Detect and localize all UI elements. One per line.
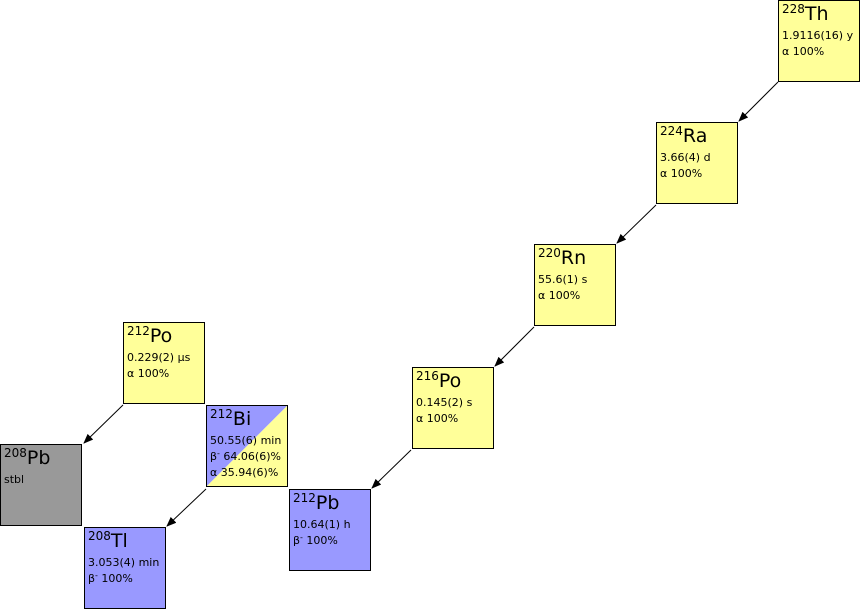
- nuclide-symbol: 212Pb: [293, 491, 340, 514]
- arrow-po212-pb208: [83, 404, 124, 444]
- decay-mode: α 100%: [660, 167, 703, 180]
- decay-mode: α 100%: [782, 45, 825, 58]
- nuclide-symbol: 208Pb: [4, 446, 51, 469]
- nuclide-symbol: 212Po: [127, 324, 173, 347]
- arrow-ra224-rn220: [616, 204, 657, 244]
- nuclide-pb212: 212Pb 10.64(1) h β- 100%: [289, 489, 371, 571]
- nuclide-th228: 228Th 1.9116(16) y α 100%: [778, 0, 860, 82]
- nuclide-rn220: 220Rn 55.6(1) s α 100%: [534, 244, 616, 326]
- arrow-po216-pb212: [371, 449, 412, 489]
- nuclide-po212: 212Po 0.229(2) μs α 100%: [123, 322, 205, 404]
- arrow-bi212-tl208: [166, 488, 207, 527]
- half-life: 3.66(4) d: [660, 151, 711, 164]
- decay-mode: β- 100%: [293, 533, 338, 548]
- nuclide-symbol: 220Rn: [538, 246, 587, 269]
- half-life: 0.229(2) μs: [127, 351, 191, 364]
- split-background: [207, 406, 287, 486]
- nuclide-symbol: 208Tl: [88, 529, 128, 552]
- nuclide-symbol: 212Bi: [210, 407, 252, 430]
- decay-mode: α 100%: [127, 367, 170, 380]
- arrow-th228-ra224: [738, 81, 779, 122]
- decay-mode: β- 100%: [88, 571, 133, 586]
- nuclide-symbol: 228Th: [782, 2, 829, 25]
- decay-mode-beta: β- 64.06(6)%: [210, 449, 281, 464]
- arrow-rn220-po216: [494, 326, 535, 367]
- nuclide-ra224: 224Ra 3.66(4) d α 100%: [656, 122, 738, 204]
- nuclide-pb208: 208Pb stbl: [0, 444, 82, 526]
- half-life: 0.145(2) s: [416, 396, 473, 409]
- half-life: 55.6(1) s: [538, 273, 588, 286]
- decay-mode: α 100%: [416, 412, 459, 425]
- nuclide-symbol: 224Ra: [660, 124, 708, 147]
- decay-mode: α 100%: [538, 289, 581, 302]
- nuclide-tl208: 208Tl 3.053(4) min β- 100%: [84, 527, 166, 609]
- nuclide-symbol: 216Po: [416, 369, 462, 392]
- half-life: 1.9116(16) y: [782, 29, 854, 42]
- half-life: 10.64(1) h: [293, 518, 351, 531]
- nuclide-po216: 216Po 0.145(2) s α 100%: [412, 367, 494, 449]
- half-life: 50.55(6) min: [210, 434, 282, 447]
- decay-mode-alpha: α 35.94(6)%: [210, 466, 279, 479]
- stability-label: stbl: [4, 473, 25, 486]
- nuclide-bi212: 212Bi 50.55(6) min β- 64.06(6)% α 35.94(…: [206, 405, 288, 487]
- half-life: 3.053(4) min: [88, 556, 160, 569]
